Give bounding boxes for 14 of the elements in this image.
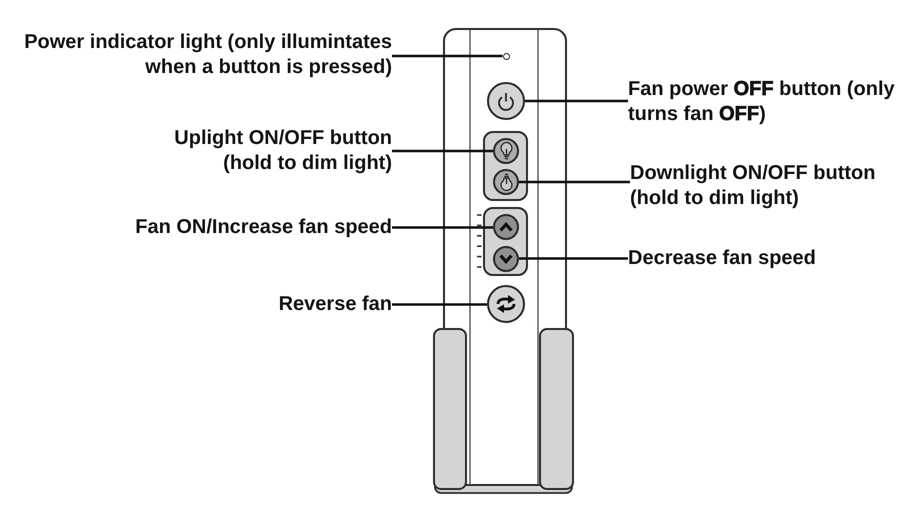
- callout-text: Fan ON/Increase fan speed: [100, 215, 392, 240]
- callout-text: Reverse fan: [250, 292, 392, 317]
- leader-line: [525, 100, 628, 102]
- leader-line: [519, 180, 630, 184]
- callout-text: Uplight ON/OFF button (hold to dim light): [150, 126, 392, 176]
- leader-line: [392, 226, 493, 229]
- leader-line: [392, 54, 502, 58]
- callout-text: Fan power OFF button (only turns fan OFF): [628, 77, 908, 127]
- leader-line: [392, 150, 493, 152]
- leader-line: [392, 303, 487, 306]
- callout-text: Decrease fan speed: [628, 246, 900, 271]
- leader-line: [519, 257, 628, 260]
- callout-text: Downlight ON/OFF button (hold to dim light): [630, 161, 902, 211]
- callout-text: Power indicator light (only illumintates when a button is pressed): [6, 30, 392, 80]
